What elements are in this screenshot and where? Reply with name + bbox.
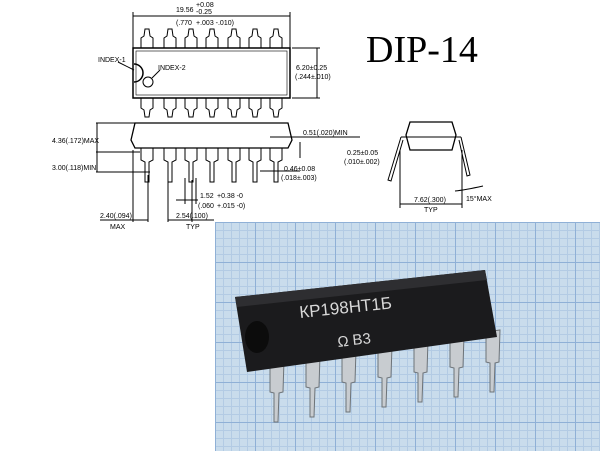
top-pin: [140, 28, 154, 48]
width-label: 6.20±0.25: [296, 65, 327, 72]
bottom-pin: [248, 98, 262, 118]
lead-width-label: 0.46±0.08: [284, 166, 315, 173]
photo-pin: [485, 329, 501, 393]
side-pin: [248, 148, 262, 183]
top-pin: [269, 28, 283, 48]
top-pin: [248, 28, 262, 48]
pitch-label: 2.54(.100): [176, 213, 208, 220]
bottom-pin: [227, 98, 241, 118]
end-offset-note: MAX: [110, 224, 126, 231]
end-view: [387, 121, 484, 208]
side-pin: [163, 148, 177, 183]
lead-length-label: 3.00(.118)MIN: [52, 165, 96, 172]
side-pin: [227, 148, 241, 183]
lead-thick-label: 0.25±0.05: [347, 150, 378, 157]
row-spacing-label: 7.62(.300): [414, 197, 446, 204]
side-pin: [205, 148, 219, 183]
bottom-pin: [163, 98, 177, 118]
side-view: [96, 122, 360, 222]
side-pin: [184, 148, 198, 183]
length-tol-plus: +0.08: [196, 2, 214, 9]
photo-pin: [305, 354, 321, 418]
angle-label: 15°MAX: [466, 195, 492, 203]
length-tol-minus: -0.25: [196, 9, 212, 16]
side-pin: [269, 148, 283, 183]
photo-pin: [341, 349, 357, 413]
package-drawing: 19.56 +0.08 -0.25 (.770 +.003 -.010) IND…: [52, 2, 492, 231]
chip-photo: КР198НТ1Б Ω B3: [215, 222, 600, 451]
photo-pin: [449, 334, 465, 398]
chip-logo: Ω: [337, 333, 350, 351]
length-inch-tol: +.003 -.010): [196, 20, 234, 27]
top-view: [117, 12, 320, 118]
end-offset-label: 2.40(.094): [100, 213, 132, 220]
top-pin: [227, 28, 241, 48]
bottom-pin: [205, 98, 219, 118]
top-pin: [184, 28, 198, 48]
bottom-pin: [184, 98, 198, 118]
index2-label: INDEX-2: [158, 65, 186, 72]
bottom-pin: [269, 98, 283, 118]
top-pin: [205, 28, 219, 48]
shoulder-inch-label: (.060: [198, 203, 214, 210]
package-title: DIP-14: [366, 29, 478, 71]
shoulder-tol: +0.38 -0: [217, 193, 243, 200]
side-pin: [140, 148, 154, 183]
photo-pin: [413, 339, 429, 403]
photo-pin: [377, 344, 393, 408]
lead-thick-inch-label: (.010±.002): [344, 159, 380, 166]
index1-label: INDEX-1: [98, 57, 126, 64]
shoulder-label: 1.52: [200, 193, 214, 200]
length-label: 19.56: [176, 7, 194, 14]
row-spacing-note: TYP: [424, 207, 438, 214]
standoff-label: 0.51(.020)MIN: [303, 130, 348, 137]
width-inch-label: (.244±.010): [295, 74, 331, 81]
bottom-pin: [140, 98, 154, 118]
shoulder-inch-tol: +.015 -0): [217, 203, 245, 210]
length-inch-label: (.770: [176, 20, 192, 27]
chip-marking-line2: B3: [352, 330, 372, 349]
lead-width-inch-label: (.018±.003): [281, 175, 317, 182]
photo-pin: [269, 359, 285, 423]
pitch-note: TYP: [186, 224, 200, 231]
top-pin: [163, 28, 177, 48]
height-max-label: 4.36(.172)MAX: [52, 138, 99, 145]
